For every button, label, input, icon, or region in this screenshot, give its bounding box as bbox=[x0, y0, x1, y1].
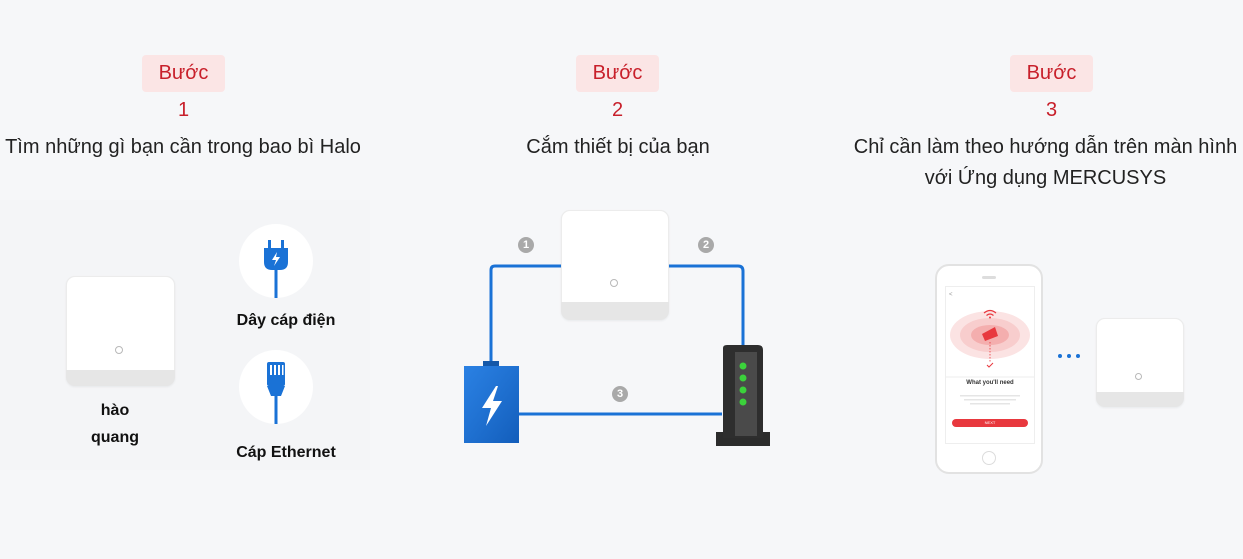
step-1-illustration: hào quang Dây cáp điện Cáp Ethernet bbox=[0, 200, 370, 470]
battery-lightning-icon bbox=[464, 366, 519, 443]
ethernet-cable-label: Cáp Ethernet bbox=[216, 444, 356, 462]
step-3-description: Chỉ cần làm theo hướng dẫn trên màn hình… bbox=[848, 132, 1243, 194]
phone-next-button: NEXT bbox=[952, 419, 1028, 427]
step-marker-3: 3 bbox=[612, 386, 628, 402]
halo-label-line2: quang bbox=[70, 429, 160, 447]
step-3-illustration: < What you'll need NEXT bbox=[930, 262, 1200, 482]
step-1-description: Tìm những gì bạn cần trong bao bì Halo bbox=[0, 132, 366, 163]
halo-device bbox=[66, 276, 175, 386]
step-2-description: Cắm thiết bị của bạn bbox=[460, 132, 776, 163]
step-2-illustration: 1 2 3 bbox=[440, 200, 800, 460]
wifi-icon bbox=[983, 307, 997, 319]
phone-home-button bbox=[982, 451, 996, 465]
phone-screen-title: What you'll need bbox=[946, 380, 1034, 386]
halo-label-line1: hào bbox=[70, 402, 160, 420]
step-marker-2: 2 bbox=[698, 237, 714, 253]
step-2-badge: Bước 2 bbox=[576, 55, 659, 92]
power-plug-icon bbox=[239, 224, 313, 298]
halo-device bbox=[1096, 318, 1184, 407]
modem-icon bbox=[716, 345, 770, 446]
ethernet-plug-icon bbox=[239, 350, 313, 424]
step-3-badge: Bước 3 bbox=[1010, 55, 1093, 92]
step-1-badge: Bước 1 bbox=[142, 55, 225, 92]
phone-mockup: < What you'll need NEXT bbox=[935, 264, 1043, 474]
svg-text:<: < bbox=[949, 292, 953, 298]
halo-device bbox=[561, 210, 669, 320]
step-marker-1: 1 bbox=[518, 237, 534, 253]
power-cable-label: Dây cáp điện bbox=[216, 312, 356, 330]
